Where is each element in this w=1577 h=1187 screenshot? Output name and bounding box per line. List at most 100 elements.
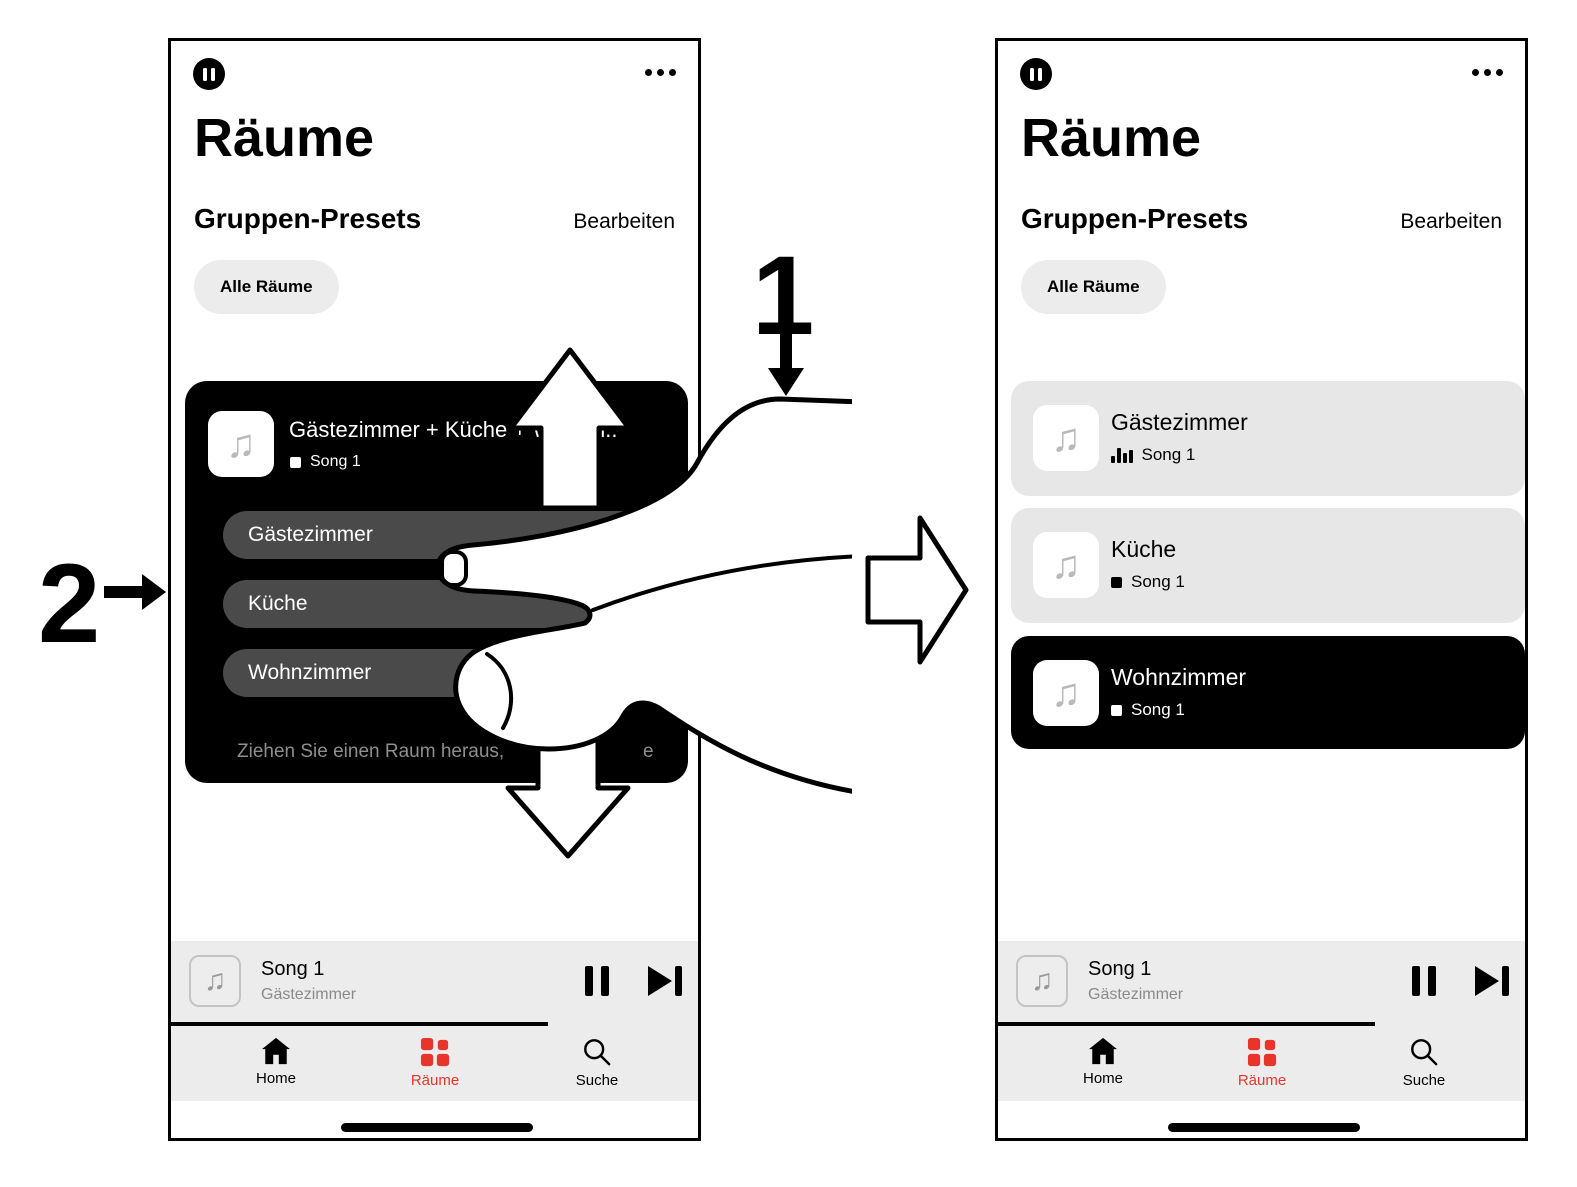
playing-bars-icon — [1111, 447, 1133, 463]
step-2-label: 2 — [38, 541, 101, 666]
more-options-icon[interactable] — [1472, 69, 1503, 76]
mini-player-art: ♫ — [189, 955, 241, 1007]
skip-next-button[interactable] — [648, 966, 684, 1001]
dot — [1496, 69, 1503, 76]
pause-button[interactable] — [1412, 966, 1436, 996]
tab-label: Räume — [410, 1072, 460, 1089]
tab-label: Home — [255, 1070, 296, 1087]
rooms-grid-icon — [1247, 1037, 1277, 1067]
skip-next-button[interactable] — [1475, 966, 1511, 1001]
tab-suche[interactable]: Suche — [547, 1037, 647, 1089]
room-card-kueche[interactable]: ♫ Küche Song 1 — [1011, 508, 1525, 623]
tab-suche[interactable]: Suche — [1374, 1037, 1474, 1089]
step-1-arrow-icon — [768, 330, 804, 396]
search-icon — [1411, 1039, 1438, 1066]
pointing-hand-illustration — [435, 396, 852, 794]
pause-bar — [1038, 67, 1042, 81]
home-icon — [262, 1037, 290, 1065]
mini-player-room: Gästezimmer — [1088, 986, 1184, 1003]
dot — [1472, 69, 1479, 76]
stop-icon — [1111, 576, 1122, 588]
pause-button[interactable] — [585, 966, 609, 996]
dot — [645, 69, 652, 76]
section-header: Gruppen-Presets Bearbeiten — [194, 203, 675, 235]
preset-alle-raeume-button[interactable]: Alle Räume — [194, 260, 339, 314]
room-card-wohnzimmer[interactable]: ♫ Wohnzimmer Song 1 — [1011, 636, 1525, 749]
dot — [657, 69, 664, 76]
music-note-icon: ♫ — [1051, 671, 1081, 715]
tab-label: Suche — [575, 1072, 619, 1089]
mini-player-art: ♫ — [1016, 955, 1068, 1007]
tab-label: Räume — [1237, 1072, 1287, 1089]
fingernail — [440, 550, 468, 587]
transition-arrow — [865, 515, 969, 665]
music-note-icon: ♫ — [1051, 416, 1081, 460]
swipe-up-arrow — [508, 347, 632, 511]
music-note-icon: ♫ — [203, 964, 227, 997]
edit-button[interactable]: Bearbeiten — [573, 210, 675, 233]
tab-label: Suche — [1402, 1072, 1446, 1089]
screen-after: Räume Gruppen-Presets Bearbeiten Alle Rä… — [995, 38, 1528, 1141]
music-note-icon: ♫ — [1051, 543, 1081, 587]
stop-icon — [290, 456, 301, 468]
room-card-title: Wohnzimmer — [1111, 664, 1247, 690]
song-label: Song 1 — [1141, 445, 1196, 464]
pause-bar — [1030, 67, 1034, 81]
skip-next-icon — [1475, 966, 1509, 996]
search-icon — [584, 1039, 611, 1066]
tab-home[interactable]: Home — [226, 1037, 326, 1087]
song-label: Song 1 — [1131, 700, 1185, 719]
group-card-hint-fragment: e — [643, 741, 654, 762]
group-card-hint: Ziehen Sie einen Raum heraus, — [237, 741, 505, 762]
pause-bar — [1428, 966, 1436, 996]
dot — [669, 69, 676, 76]
room-card-now-playing: Song 1 — [1111, 700, 1185, 720]
stop-icon — [1111, 704, 1122, 716]
tab-raeume[interactable]: Räume — [385, 1037, 485, 1089]
tab-home[interactable]: Home — [1053, 1037, 1153, 1087]
page-title: Räume — [194, 108, 375, 168]
tab-raeume[interactable]: Räume — [1212, 1037, 1312, 1089]
bottom-bar: ♫ Song 1 Gästezimmer Home — [998, 941, 1525, 1101]
dot — [1484, 69, 1491, 76]
room-card-now-playing: Song 1 — [1111, 445, 1195, 465]
pause-badge-icon[interactable] — [1020, 58, 1052, 90]
song-label: Song 1 — [310, 453, 361, 470]
step-2-arrow-icon — [104, 574, 166, 610]
album-art: ♫ — [1033, 532, 1099, 598]
mini-player-song: Song 1 — [261, 958, 325, 980]
mini-player-room: Gästezimmer — [261, 986, 357, 1003]
pause-bar — [585, 966, 593, 996]
home-indicator[interactable] — [1168, 1123, 1360, 1132]
edit-button[interactable]: Bearbeiten — [1400, 210, 1502, 233]
rooms-grid-icon — [420, 1037, 450, 1067]
pause-bar — [211, 67, 215, 81]
room-card-now-playing: Song 1 — [1111, 572, 1185, 592]
music-note-icon: ♫ — [1030, 964, 1054, 997]
pause-badge-icon[interactable] — [193, 58, 225, 90]
home-indicator[interactable] — [341, 1123, 533, 1132]
section-header: Gruppen-Presets Bearbeiten — [1021, 203, 1502, 235]
pause-bar — [1412, 966, 1420, 996]
room-card-title: Gästezimmer — [1111, 409, 1248, 435]
progress-line — [998, 1022, 1375, 1026]
progress-line — [171, 1022, 548, 1026]
more-options-icon[interactable] — [645, 69, 676, 76]
pause-bar — [601, 966, 609, 996]
song-label: Song 1 — [1131, 572, 1185, 591]
music-note-icon: ♫ — [226, 422, 256, 466]
preset-alle-raeume-button[interactable]: Alle Räume — [1021, 260, 1166, 314]
mini-player-song: Song 1 — [1088, 958, 1152, 980]
room-card-gaestezimmer[interactable]: ♫ Gästezimmer Song 1 — [1011, 381, 1525, 496]
page-title: Räume — [1021, 108, 1202, 168]
album-art: ♫ — [208, 411, 274, 477]
tab-label: Home — [1082, 1070, 1123, 1087]
room-card-title: Küche — [1111, 536, 1177, 562]
pause-bar — [203, 67, 207, 81]
section-title: Gruppen-Presets — [1021, 203, 1249, 234]
bottom-bar: ♫ Song 1 Gästezimmer Home — [171, 941, 698, 1101]
skip-next-icon — [648, 966, 682, 996]
group-card-now-playing: Song 1 — [290, 453, 361, 471]
album-art: ♫ — [1033, 660, 1099, 726]
